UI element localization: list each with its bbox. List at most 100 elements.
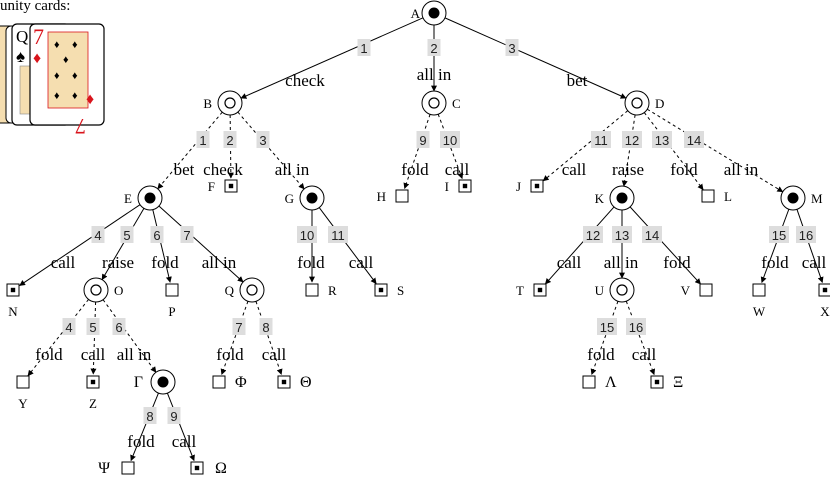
card-fan: Q ♠ 7 ♦ ♦♦ ♦ ♦♦ ♦♦ ♦ 7 [0,23,105,139]
node-b: B [203,90,243,116]
terminal-dot [462,183,468,189]
node-label: P [168,304,175,319]
action-label: fold [587,345,615,364]
action-label: call [51,253,76,272]
card-rank: 7 [33,24,44,49]
card-rank: Q [16,27,28,46]
node-label: S [397,283,404,298]
terminal-dot [228,183,234,189]
edge-index-box [297,226,317,243]
edge-index: 6 [153,228,160,243]
edge-line [237,111,305,190]
node-label: R [328,283,337,298]
terminal-box [701,189,715,203]
node-c: C [421,90,461,116]
edge-index-box [440,131,460,148]
edge-line [166,392,195,462]
node-i: I [445,179,472,194]
edge-index-box [328,226,348,243]
node-filled-dot [787,192,799,204]
card-seven-diamonds: 7 ♦ ♦♦ ♦ ♦♦ ♦♦ ♦ 7 [29,23,105,139]
diamond-pips: ♦♦ ♦ ♦♦ ♦♦ [54,39,78,102]
edge-e-p: 6 fold [150,209,179,283]
edge-index-box [143,407,157,424]
node-inner-ring [246,284,258,296]
edge-index-box [150,226,164,243]
node-w: W [752,283,766,319]
action-label: call [172,432,197,451]
action-label: fold [35,345,63,364]
node-u: U [595,277,635,303]
node-label: V [681,283,691,298]
edge-line [318,207,377,285]
edge-index-box [642,226,662,243]
node-s: S [374,283,404,298]
node-r: R [305,283,337,298]
terminal-dot [537,287,543,293]
node-label: J [516,179,521,194]
node-label: T [516,283,524,298]
edge-m-x: 16 call [796,209,827,284]
terminal-dot [10,287,16,293]
action-label: call [445,160,470,179]
edge-line [90,301,97,375]
svg-text:♦: ♦ [54,90,60,102]
edge-line [629,206,702,285]
edge-index: 15 [772,228,786,243]
action-label: call [802,253,827,272]
edge-index: 3 [259,133,266,148]
node-label: L [724,189,732,204]
edge-line [621,114,636,187]
terminal-box [582,375,596,389]
action-label: fold [151,253,179,272]
edge-line [403,114,431,190]
edge-index-box [769,226,789,243]
action-label: all in [417,65,452,84]
spade-icon: ♠ [16,47,25,66]
node-a: A [411,0,447,26]
node-filled-dot [428,7,440,19]
terminal-box [699,283,713,297]
edge-index-box [167,407,181,424]
node-omega: Ω [190,460,227,477]
edge-index-box [796,226,816,243]
node-label: K [595,191,605,206]
node-label: B [203,96,212,111]
edge-index: 8 [262,320,269,335]
node-inner-ring [90,284,102,296]
edge-index: 9 [419,133,426,148]
node-h: H [377,189,409,204]
node-label: F [208,179,215,194]
node-gamma: Γ [134,369,176,395]
action-label: fold [216,345,244,364]
node-label: X [820,304,830,319]
diamond-icon: ♦ [86,91,94,108]
edge-index: 4 [94,228,101,243]
action-label: check [203,160,243,179]
edge-e-n: 4 call [19,204,141,286]
edge-index-box [196,131,210,148]
node-filled-dot [144,192,156,204]
action-label: fold [761,253,789,272]
terminal-box [16,375,30,389]
edge-index: 14 [645,228,659,243]
edge-index: 16 [799,228,813,243]
edge-line [544,206,615,285]
edge-index: 5 [123,228,130,243]
edge-line [130,392,159,462]
node-label: O [114,283,123,298]
node-x: X [818,283,830,319]
action-label: raise [102,253,134,272]
unity-cards-label: unity cards: [0,0,71,14]
edge-line [646,108,784,193]
node-g: G [285,185,325,211]
edge-index-box [256,131,270,148]
edge-index: 8 [146,409,153,424]
